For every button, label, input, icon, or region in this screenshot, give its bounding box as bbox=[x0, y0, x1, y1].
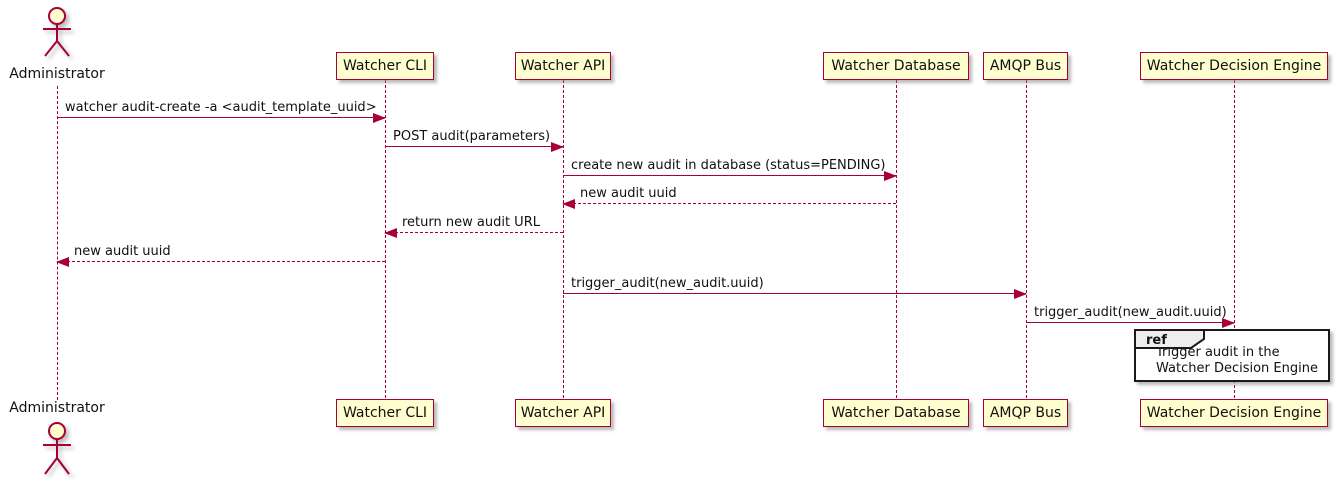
participant-watcher-database-top: Watcher Database bbox=[823, 52, 969, 80]
lifeline-administrator bbox=[57, 86, 58, 400]
lifeline-amqp-bus bbox=[1026, 80, 1027, 398]
message-arrow bbox=[384, 228, 563, 238]
ref-tab-icon: ref bbox=[1134, 329, 1205, 349]
participant-watcher-api-bottom: Watcher API bbox=[515, 399, 611, 427]
actor-label-bottom: Administrator bbox=[9, 400, 105, 416]
participant-watcher-cli-bottom: Watcher CLI bbox=[336, 399, 434, 427]
message-new-audit-uuid-admin: new audit uuid bbox=[56, 244, 385, 267]
arrowhead-right-icon bbox=[884, 171, 897, 181]
arrowhead-right-icon bbox=[1014, 289, 1027, 299]
participant-watcher-api-top: Watcher API bbox=[515, 52, 611, 80]
message-return-audit-url: return new audit URL bbox=[384, 215, 563, 238]
message-post-audit: POST audit(parameters) bbox=[385, 129, 564, 152]
ref-fragment: ref Trigger audit in the Watcher Decisio… bbox=[1134, 329, 1330, 382]
arrowhead-right-icon bbox=[551, 142, 564, 152]
message-arrow bbox=[562, 199, 896, 209]
participant-watcher-decision-engine-bottom: Watcher Decision Engine bbox=[1140, 399, 1328, 427]
message-arrow bbox=[563, 171, 897, 181]
message-label: create new audit in database (status=PEN… bbox=[571, 158, 886, 173]
message-new-audit-uuid-db: new audit uuid bbox=[562, 186, 896, 209]
participant-amqp-bus-top: AMQP Bus bbox=[983, 52, 1068, 80]
message-arrow bbox=[57, 113, 386, 123]
participant-watcher-database-bottom: Watcher Database bbox=[823, 399, 969, 427]
ref-keyword: ref bbox=[1146, 333, 1167, 348]
arrowhead-right-icon bbox=[1222, 318, 1235, 328]
arrowhead-left-icon bbox=[562, 199, 575, 209]
participant-watcher-cli-top: Watcher CLI bbox=[336, 52, 434, 80]
message-label: new audit uuid bbox=[580, 186, 677, 201]
ref-line-2: Watcher Decision Engine bbox=[1156, 361, 1318, 376]
message-trigger-audit-engine: trigger_audit(new_audit.uuid) bbox=[1026, 305, 1235, 328]
participant-amqp-bus-bottom: AMQP Bus bbox=[983, 399, 1068, 427]
arrowhead-right-icon bbox=[373, 113, 386, 123]
message-label: new audit uuid bbox=[74, 244, 171, 259]
lifeline-watcher-cli bbox=[385, 80, 386, 398]
message-arrow bbox=[563, 289, 1027, 299]
ref-body: Trigger audit in the Watcher Decision En… bbox=[1136, 331, 1328, 377]
lifeline-watcher-api bbox=[563, 80, 564, 398]
message-arrow bbox=[385, 142, 564, 152]
message-arrow bbox=[1026, 318, 1235, 328]
message-arrow bbox=[56, 257, 385, 267]
message-trigger-audit-amqp: trigger_audit(new_audit.uuid) bbox=[563, 276, 1027, 299]
message-label: trigger_audit(new_audit.uuid) bbox=[571, 276, 764, 291]
lifeline-watcher-database bbox=[896, 80, 897, 398]
message-label: trigger_audit(new_audit.uuid) bbox=[1034, 305, 1227, 320]
arrowhead-left-icon bbox=[56, 257, 69, 267]
participant-watcher-decision-engine-top: Watcher Decision Engine bbox=[1140, 52, 1328, 80]
lifeline-watcher-decision-engine bbox=[1234, 80, 1235, 398]
arrowhead-left-icon bbox=[384, 228, 397, 238]
actor-icon bbox=[43, 7, 71, 57]
message-label: POST audit(parameters) bbox=[393, 129, 551, 144]
actor-icon bbox=[43, 422, 71, 475]
message-label: watcher audit-create -a <audit_template_… bbox=[65, 100, 377, 115]
actor-label-top: Administrator bbox=[9, 66, 105, 82]
message-audit-create: watcher audit-create -a <audit_template_… bbox=[57, 100, 386, 123]
message-create-audit-db: create new audit in database (status=PEN… bbox=[563, 158, 897, 181]
message-label: return new audit URL bbox=[402, 215, 540, 230]
